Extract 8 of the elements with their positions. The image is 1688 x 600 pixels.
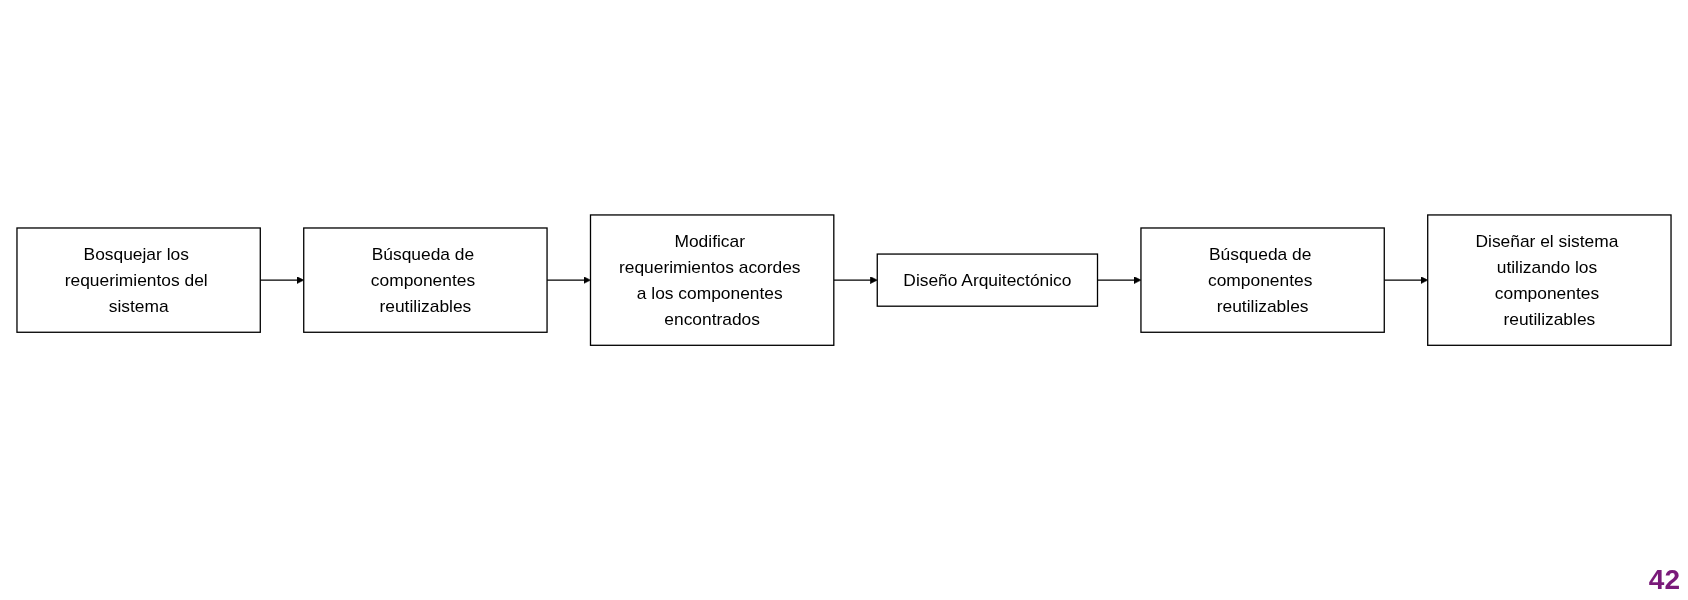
page-number: 42 bbox=[1648, 564, 1680, 596]
node-box: Modificar requerimientos acordes a los componentes encontrados bbox=[589, 214, 835, 346]
node-box: Bosquejar los requerimientos del sistema bbox=[16, 227, 261, 333]
node-box: Diseñar el sistema utilizando los componentes reutilizables bbox=[1427, 214, 1672, 346]
node-box: Diseño Arquitectónico bbox=[876, 253, 1099, 307]
node-box: Búsqueda de componentes reutilizables bbox=[303, 227, 548, 333]
node-box: Búsqueda de componentes reutilizables bbox=[1140, 227, 1385, 333]
arrow bbox=[833, 276, 878, 284]
